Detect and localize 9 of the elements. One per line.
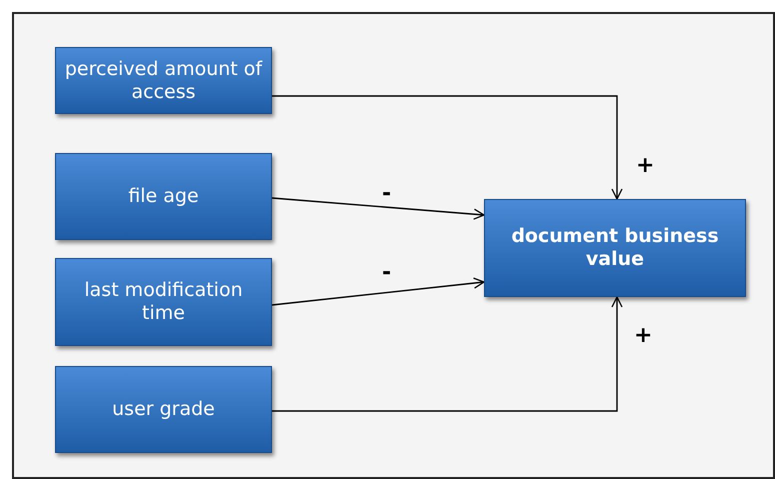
arrow: [272, 197, 485, 220]
process-box: document business value: [484, 199, 746, 297]
process-box: file age: [55, 153, 272, 240]
arrow: [272, 296, 623, 412]
process-box: last modification time: [55, 258, 272, 346]
process-box: perceived amount of access: [55, 47, 272, 114]
process-box: user grade: [55, 366, 272, 453]
arrow: [272, 277, 485, 306]
arrow: [272, 95, 623, 200]
